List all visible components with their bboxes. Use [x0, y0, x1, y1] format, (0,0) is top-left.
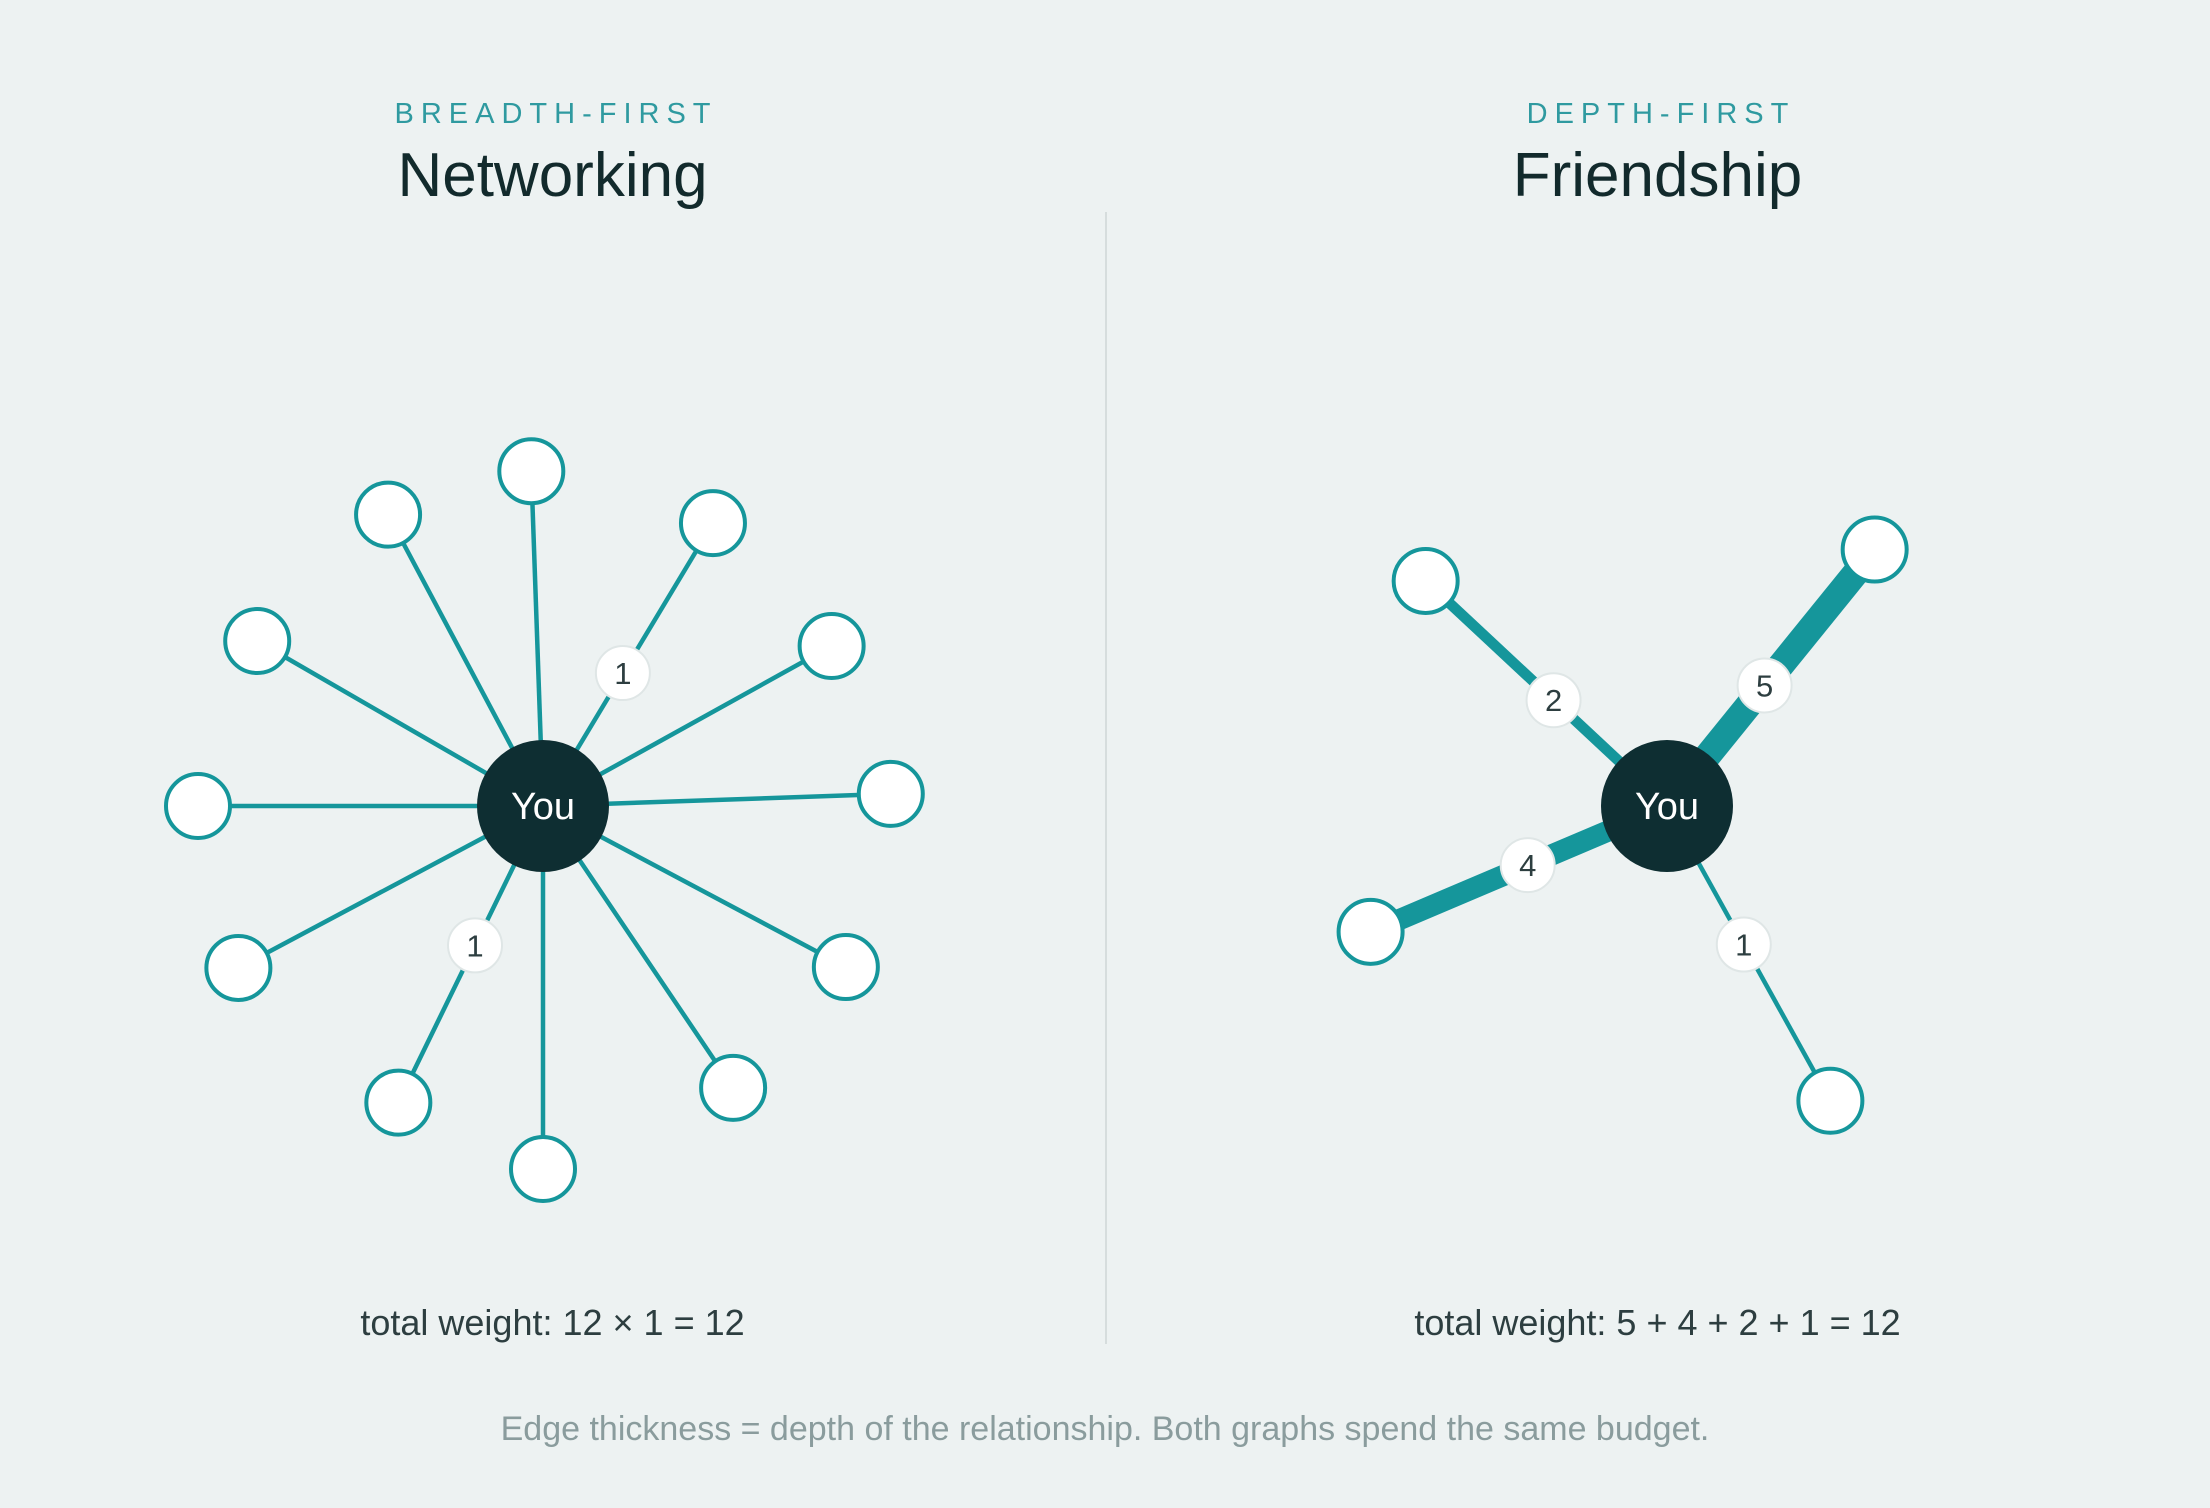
edge-weight-label: 1 [594, 645, 651, 702]
friend-node [1796, 1066, 1865, 1135]
edge-weight-badge [1715, 916, 1772, 973]
you-node-circle [477, 740, 609, 872]
friendship-panel: DEPTH-FIRST Friendship 5 2 4 1 You total wei… [1105, 0, 2210, 1400]
edge-weight-text: 1 [466, 928, 483, 963]
networking-eyebrow: BREADTH-FIRST [394, 98, 718, 130]
edge-weight-label: 1 [1715, 916, 1772, 973]
friend-node [797, 612, 866, 681]
friend-node [699, 1053, 768, 1122]
you-node: You [1601, 740, 1733, 872]
you-node-circle [1601, 740, 1733, 872]
edge-weight-badge [594, 645, 651, 702]
networking-total-weight: total weight: 12 × 1 = 12 [360, 1302, 745, 1343]
friend-node [354, 480, 423, 549]
friend-node [509, 1135, 577, 1203]
edge-weight-text: 2 [1545, 683, 1562, 718]
friend-node [1336, 897, 1405, 966]
nodes: You [1336, 515, 1909, 1135]
you-node-label: You [1635, 786, 1699, 828]
friend-node [164, 772, 232, 840]
edge-labels: 11 [447, 645, 651, 974]
friend-node [223, 607, 292, 675]
networking-title: Networking [397, 141, 708, 210]
edge-weight-badge [1525, 672, 1582, 729]
edge-weight-label: 2 [1525, 672, 1582, 729]
friend-node [678, 489, 747, 558]
edge-labels: 5 2 4 1 [1499, 657, 1793, 973]
friendship-title: Friendship [1512, 141, 1803, 210]
edge-weight-label: 5 [1736, 657, 1793, 714]
nodes: You [164, 437, 925, 1203]
edge-weight-label: 1 [447, 917, 504, 974]
friend-node [204, 933, 273, 1002]
friend-node [1391, 546, 1460, 615]
friend-node [811, 933, 880, 1002]
friendship-graph: 5 2 4 1 You [1336, 515, 1909, 1135]
edge-weight-text: 5 [1756, 668, 1773, 703]
edge-weight-label: 4 [1499, 837, 1556, 894]
edge-weight-text: 1 [614, 656, 631, 691]
panel-divider [1105, 212, 1107, 1344]
edge-weight-badge [447, 917, 504, 974]
friend-node [1840, 515, 1909, 584]
friend-node [497, 437, 566, 506]
you-node-label: You [511, 786, 575, 828]
you-node: You [477, 740, 609, 872]
edge-weight-badge [1736, 657, 1793, 714]
friendship-eyebrow: DEPTH-FIRST [1526, 98, 1796, 130]
caption: Edge thickness = depth of the relationsh… [500, 1410, 1710, 1448]
friendship-total-weight: total weight: 5 + 4 + 2 + 1 = 12 [1414, 1302, 1901, 1343]
edge-weight-badge [1499, 837, 1556, 894]
friend-node [364, 1068, 433, 1137]
edge-weight-text: 1 [1735, 928, 1752, 963]
edge-weight-text: 4 [1519, 848, 1536, 883]
friend-node [856, 759, 925, 828]
